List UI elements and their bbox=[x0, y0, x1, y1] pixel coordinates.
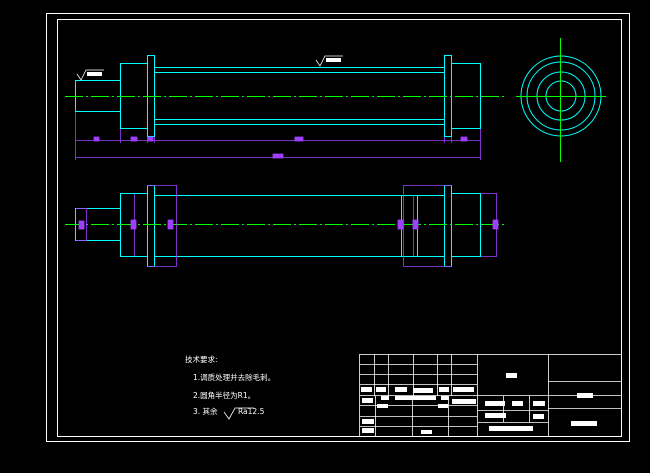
tb-mask-13 bbox=[452, 399, 476, 404]
tb-mask-17 bbox=[506, 373, 517, 378]
sec-dim-value-6 bbox=[492, 219, 499, 230]
front-view-dimensions bbox=[75, 112, 481, 160]
tech-req-item-2: 2.圆角半径为R1。 bbox=[193, 391, 256, 400]
tb-mask-1 bbox=[361, 387, 372, 392]
tech-req-heading: 技术要求: bbox=[185, 355, 218, 364]
tb-mask-9 bbox=[441, 396, 449, 400]
sec-dim-value-5 bbox=[412, 219, 419, 230]
tb-mask-3 bbox=[395, 387, 407, 392]
tb-mask-25 bbox=[571, 421, 597, 426]
outer-border bbox=[46, 13, 630, 442]
tb-mask-23 bbox=[489, 426, 533, 431]
tb-mask-15 bbox=[362, 428, 374, 433]
tb-mask-4 bbox=[413, 388, 433, 393]
tb-mask-11 bbox=[362, 398, 373, 403]
tech-req-item-1: 1.调质处理并去除毛刺。 bbox=[193, 373, 276, 382]
dim-value-5 bbox=[460, 136, 468, 142]
dim-value-2 bbox=[130, 136, 138, 142]
sec-dim-value-2 bbox=[130, 219, 137, 230]
front-view-surface-symbols bbox=[76, 55, 343, 81]
tb-mask-7 bbox=[381, 396, 389, 400]
tb-mask-14 bbox=[362, 419, 374, 424]
masked-label-top bbox=[326, 58, 341, 62]
tech-req-item-3-value: Ra12.5 bbox=[238, 407, 265, 416]
tb-mask-2 bbox=[376, 387, 386, 392]
tech-req-item-3-prefix: 3. 其余 bbox=[193, 407, 218, 416]
sec-dim-value-1 bbox=[78, 220, 85, 230]
tb-mask-24 bbox=[577, 393, 593, 398]
dim-value-overall bbox=[272, 153, 284, 159]
surface-finish-note-icon bbox=[223, 407, 254, 420]
dim-value-1 bbox=[93, 136, 100, 142]
dim-value-4 bbox=[294, 136, 304, 142]
tb-mask-12 bbox=[438, 404, 448, 408]
title-block-masked-text bbox=[361, 373, 597, 434]
tb-mask-18 bbox=[485, 401, 505, 406]
tb-mask-22 bbox=[533, 414, 544, 419]
tb-mask-6 bbox=[453, 387, 474, 392]
tb-mask-16 bbox=[421, 430, 432, 434]
tb-mask-21 bbox=[485, 413, 506, 418]
title-block bbox=[359, 354, 622, 437]
surface-finish-left-icon bbox=[76, 69, 104, 81]
surface-finish-top-icon bbox=[315, 55, 343, 67]
dim-value-3 bbox=[147, 136, 154, 142]
tb-mask-10 bbox=[377, 404, 388, 408]
tb-mask-8 bbox=[395, 396, 436, 400]
tb-mask-5 bbox=[439, 387, 449, 392]
sec-dim-value-4 bbox=[397, 219, 404, 230]
masked-label-left bbox=[87, 72, 102, 76]
inner-border bbox=[57, 19, 622, 437]
sec-dim-value-3 bbox=[167, 219, 174, 230]
section-view-dimensions bbox=[76, 185, 499, 267]
tb-mask-19 bbox=[512, 401, 523, 406]
tb-mask-20 bbox=[533, 401, 545, 406]
